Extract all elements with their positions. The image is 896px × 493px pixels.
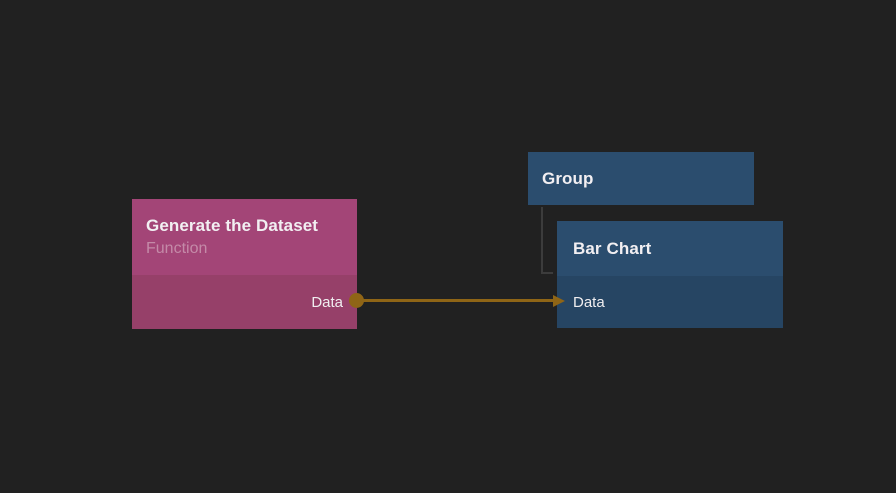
input-port-data[interactable]: Data (573, 293, 605, 311)
wire-line[interactable] (356, 299, 554, 302)
node-bar-chart-header[interactable]: Bar Chart (557, 221, 783, 276)
node-subtitle: Function (146, 240, 208, 257)
output-port-data[interactable]: Data (311, 293, 343, 311)
node-generate-the-dataset-body: Data (132, 275, 357, 329)
node-generate-the-dataset-header[interactable]: Generate the Dataset Function (132, 199, 357, 275)
node-title: Generate the Dataset (146, 216, 319, 235)
wire-arrowhead-icon (553, 295, 565, 307)
group-child-connector-vertical-line (541, 207, 543, 274)
node-title: Group (542, 168, 594, 188)
node-bar-chart-body: Data (557, 276, 783, 328)
group-child-connector-foot-line (541, 272, 553, 274)
node-bar-chart[interactable]: Bar Chart Data (557, 221, 783, 328)
wire-source-port-dot[interactable] (349, 293, 364, 308)
node-generate-the-dataset[interactable]: Generate the Dataset Function Data (132, 199, 357, 329)
node-title: Bar Chart (573, 238, 652, 258)
node-group[interactable]: Group (528, 152, 754, 205)
